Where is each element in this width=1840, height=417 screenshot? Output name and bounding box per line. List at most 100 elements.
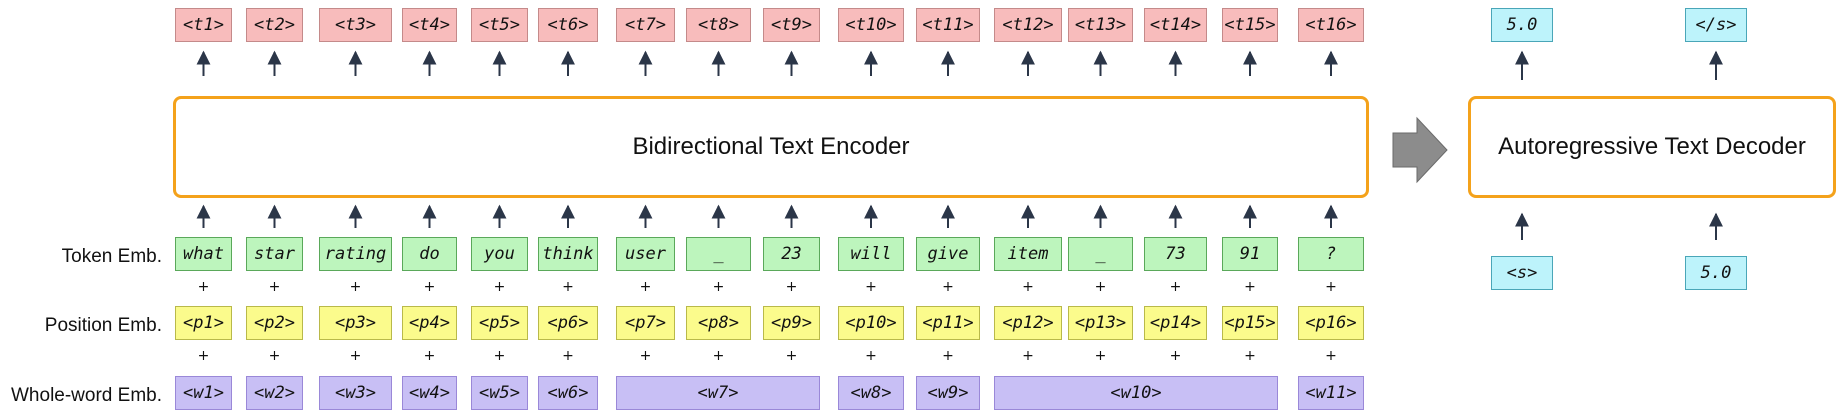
output-token-box: <t15> — [1222, 8, 1278, 42]
input-token-box: you — [471, 237, 528, 271]
position-token-box: <p1> — [175, 306, 232, 340]
whole-word-box: <w4> — [402, 376, 457, 410]
plus-sign: + — [942, 279, 954, 295]
output-token-box: <t7> — [616, 8, 675, 42]
plus-sign: + — [349, 279, 362, 295]
position-token-box: <p10> — [838, 306, 904, 340]
whole-word-box: <w7> — [616, 376, 820, 410]
output-token-box: <t2> — [246, 8, 303, 42]
whole-word-box: <w9> — [916, 376, 980, 410]
input-token-box: _ — [1068, 237, 1133, 271]
plus-sign: + — [639, 348, 652, 364]
decoder-box: Autoregressive Text Decoder — [1468, 96, 1836, 198]
plus-sign: + — [1244, 279, 1256, 295]
plus-sign: + — [1094, 348, 1107, 364]
plus-sign: + — [1022, 279, 1034, 295]
encoder-title: Bidirectional Text Encoder — [632, 133, 910, 160]
whole-word-box: <w11> — [1298, 376, 1364, 410]
output-token-box: <t6> — [538, 8, 598, 42]
whole-word-box: <w5> — [471, 376, 528, 410]
output-token-box: <t16> — [1298, 8, 1364, 42]
output-token-box: <t5> — [471, 8, 528, 42]
input-token-box: star — [246, 237, 303, 271]
decoder-title: Autoregressive Text Decoder — [1498, 133, 1806, 160]
output-token-box: <t8> — [686, 8, 751, 42]
input-token-box: give — [916, 237, 980, 271]
plus-sign: + — [493, 348, 506, 364]
row-label-token: Token Emb. — [61, 246, 162, 267]
position-token-box: <p8> — [686, 306, 751, 340]
input-token-box: 91 — [1222, 237, 1278, 271]
plus-sign: + — [1325, 279, 1337, 295]
plus-sign: + — [562, 279, 574, 295]
output-token-box: <t1> — [175, 8, 232, 42]
whole-word-box: <w2> — [246, 376, 303, 410]
plus-sign: + — [712, 348, 725, 364]
position-token-box: <p9> — [763, 306, 820, 340]
position-token-box: <p12> — [994, 306, 1062, 340]
plus-sign: + — [1325, 348, 1337, 364]
output-token-box: <t11> — [916, 8, 980, 42]
plus-sign: + — [639, 279, 652, 295]
plus-sign: + — [785, 279, 798, 295]
decoder-input-box: 5.0 — [1685, 256, 1747, 290]
input-token-box: 73 — [1144, 237, 1207, 271]
plus-sign: + — [423, 348, 436, 364]
plus-sign: + — [197, 279, 210, 295]
plus-sign: + — [712, 279, 725, 295]
whole-word-box: <w6> — [538, 376, 598, 410]
output-token-box: <t4> — [402, 8, 457, 42]
plus-sign: + — [1244, 348, 1256, 364]
position-token-box: <p2> — [246, 306, 303, 340]
position-token-box: <p14> — [1144, 306, 1207, 340]
plus-sign: + — [268, 348, 281, 364]
plus-sign: + — [865, 348, 877, 364]
decoder-output-box: </s> — [1685, 8, 1747, 42]
whole-word-box: <w8> — [838, 376, 904, 410]
plus-sign: + — [1022, 348, 1034, 364]
whole-word-box: <w1> — [175, 376, 232, 410]
plus-sign: + — [1169, 279, 1182, 295]
plus-sign: + — [268, 279, 281, 295]
position-token-box: <p4> — [402, 306, 457, 340]
plus-sign: + — [197, 348, 210, 364]
decoder-input-box: <s> — [1491, 256, 1553, 290]
plus-sign: + — [785, 348, 798, 364]
plus-sign: + — [423, 279, 436, 295]
encoder-box: Bidirectional Text Encoder — [173, 96, 1369, 198]
output-token-box: <t3> — [319, 8, 392, 42]
whole-word-box: <w10> — [994, 376, 1278, 410]
plus-sign: + — [349, 348, 362, 364]
position-token-box: <p13> — [1068, 306, 1133, 340]
position-token-box: <p6> — [538, 306, 598, 340]
plus-sign: + — [942, 348, 954, 364]
output-token-box: <t12> — [994, 8, 1062, 42]
decoder-output-box: 5.0 — [1491, 8, 1553, 42]
position-token-box: <p5> — [471, 306, 528, 340]
input-token-box: will — [838, 237, 904, 271]
plus-sign: + — [1094, 279, 1107, 295]
encoder-to-decoder-arrow-icon — [1392, 116, 1448, 184]
plus-sign: + — [1169, 348, 1182, 364]
input-token-box: think — [538, 237, 598, 271]
input-token-box: ? — [1298, 237, 1364, 271]
input-token-box: rating — [319, 237, 392, 271]
input-token-box: _ — [686, 237, 751, 271]
input-token-box: item — [994, 237, 1062, 271]
input-token-box: 23 — [763, 237, 820, 271]
plus-sign: + — [865, 279, 877, 295]
whole-word-box: <w3> — [319, 376, 392, 410]
row-label-position: Position Emb. — [44, 315, 162, 336]
plus-sign: + — [493, 279, 506, 295]
input-token-box: what — [175, 237, 232, 271]
input-token-box: do — [402, 237, 457, 271]
position-token-box: <p16> — [1298, 306, 1364, 340]
input-token-box: user — [616, 237, 675, 271]
plus-sign: + — [562, 348, 574, 364]
output-token-box: <t9> — [763, 8, 820, 42]
position-token-box: <p15> — [1222, 306, 1278, 340]
row-label-whole-word: Whole-word Emb. — [11, 385, 162, 406]
position-token-box: <p11> — [916, 306, 980, 340]
position-token-box: <p7> — [616, 306, 675, 340]
